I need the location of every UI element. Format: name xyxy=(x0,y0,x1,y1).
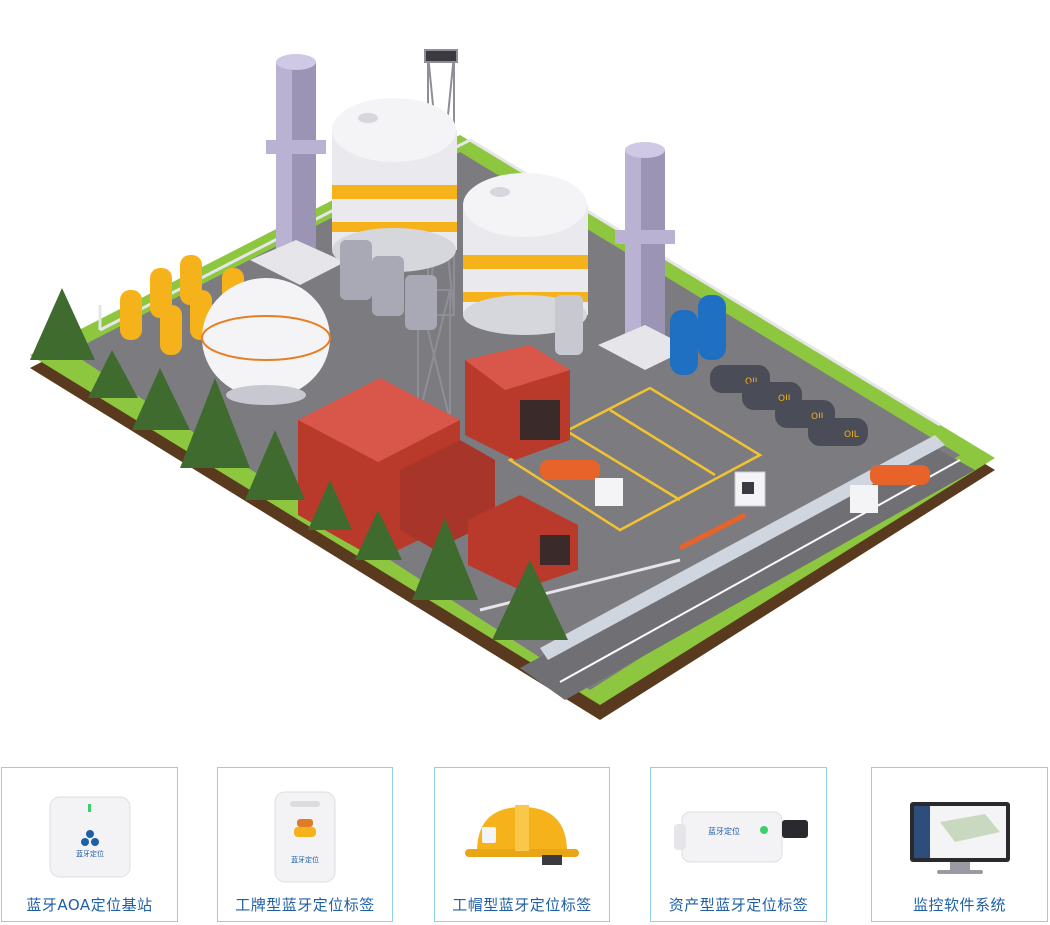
svg-text:OIL: OIL xyxy=(844,430,859,440)
aoa-base-station-icon: 蓝牙定位 xyxy=(2,782,177,892)
tanker-truck-road xyxy=(850,465,930,513)
storage-tank-large xyxy=(332,98,457,272)
product-label: 工帽型蓝牙定位标签 xyxy=(452,896,592,914)
guardhouse xyxy=(678,471,766,551)
product-label: 工牌型蓝牙定位标签 xyxy=(235,896,375,914)
product-card-aoa-base-station[interactable]: 蓝牙定位 蓝牙AOA定位基站 xyxy=(1,767,178,922)
product-card-badge-tag[interactable]: 蓝牙定位 工牌型蓝牙定位标签 xyxy=(217,767,393,922)
product-label: 监控软件系统 xyxy=(912,896,1006,914)
product-label: 蓝牙AOA定位基站 xyxy=(26,896,153,914)
yellow-cylinders xyxy=(120,255,244,355)
process-vessels xyxy=(340,240,583,355)
asset-tag-icon: 蓝牙定位 xyxy=(651,782,826,892)
sphere-tank xyxy=(201,278,331,405)
monitor-software-icon xyxy=(872,782,1047,892)
svg-text:OIL: OIL xyxy=(778,394,793,404)
svg-text:OIL: OIL xyxy=(811,412,826,422)
product-card-monitor-software[interactable]: 监控软件系统 xyxy=(871,767,1048,922)
svg-text:OIL: OIL xyxy=(745,377,760,387)
distillation-column-right xyxy=(598,142,690,370)
badge-tag-icon: 蓝牙定位 xyxy=(218,782,392,892)
blue-vessels xyxy=(670,295,726,375)
oil-plant-illustration: OIL OIL OIL OIL xyxy=(30,49,995,720)
product-label: 资产型蓝牙定位标签 xyxy=(668,896,809,914)
parking-lot xyxy=(507,386,763,532)
product-card-helmet-tag[interactable]: 工帽型蓝牙定位标签 xyxy=(434,767,610,922)
svg-text:蓝牙定位: 蓝牙定位 xyxy=(291,855,319,864)
pine-trees xyxy=(30,288,568,640)
tanker-truck-parked xyxy=(540,460,623,506)
svg-text:蓝牙定位: 蓝牙定位 xyxy=(708,826,740,836)
helmet-tag-icon xyxy=(435,782,609,892)
svg-text:蓝牙定位: 蓝牙定位 xyxy=(76,849,104,858)
oil-tank-row: OIL OIL OIL OIL xyxy=(710,365,868,446)
distillation-column-left xyxy=(250,54,345,285)
product-card-asset-tag[interactable]: 蓝牙定位 资产型蓝牙定位标签 xyxy=(650,767,827,922)
